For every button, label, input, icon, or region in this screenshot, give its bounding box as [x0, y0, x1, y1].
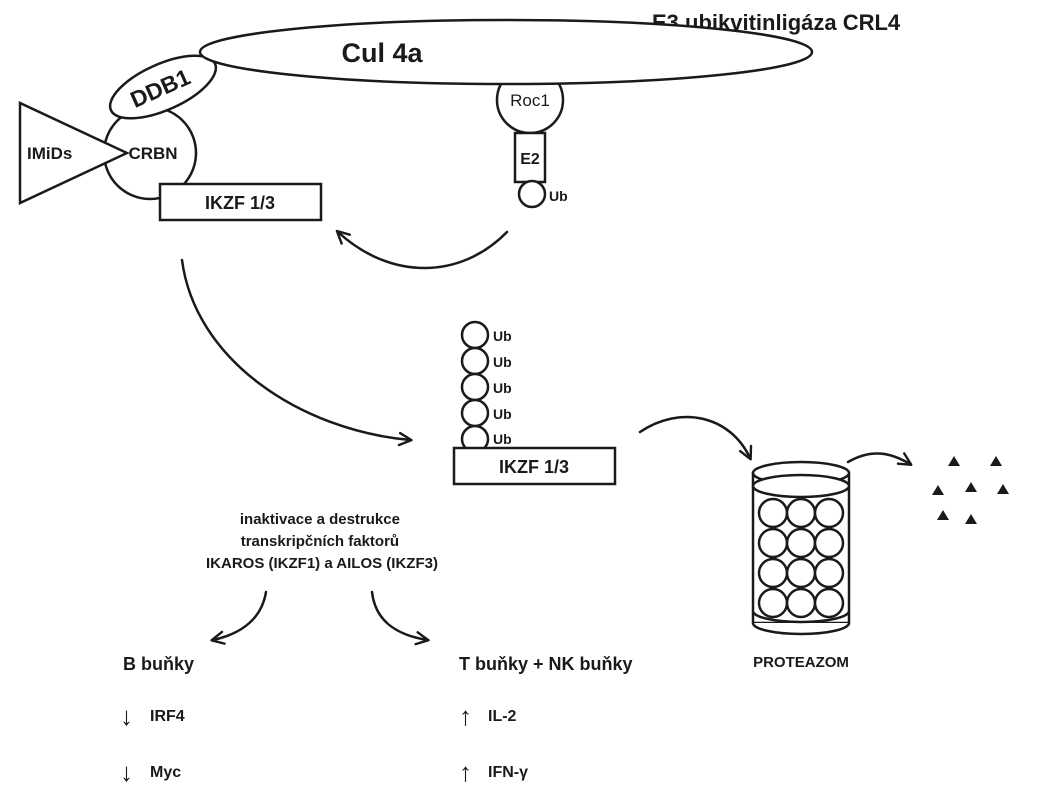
ikzf-substrate-label: IKZF 1/3 [205, 193, 275, 213]
proteasome-subunit [757, 527, 789, 559]
to-proteasome-arrow [638, 415, 753, 461]
polyub-substrate-box [452, 446, 617, 486]
ub-chain-label: Ub [493, 406, 512, 422]
peptide-fragment [997, 484, 1009, 494]
effect-text: inaktivace a destrukce transkripčních fa… [206, 511, 438, 572]
polyub-substrate-label: IKZF 1/3 [499, 457, 569, 477]
proteasome-subunit [785, 497, 817, 529]
ub-chain-label: Ub [493, 431, 512, 447]
b-cells-panel: B buňky ↓ IRF4 ↓ Myc [120, 654, 194, 787]
down-arrow-icon: ↓ [120, 701, 133, 731]
to-b-cells-arrow [210, 590, 268, 645]
ub-chain-circle [460, 398, 490, 428]
b-cells-title: B buňky [123, 654, 194, 674]
proteasome-subunit [813, 527, 845, 559]
effect-line: IKAROS (IKZF1) a AILOS (IKZF3) [206, 555, 438, 572]
b-cells-marker: IRF4 [150, 708, 185, 725]
t-cells-panel: T buňky + NK buňky ↑ IL-2 ↑ IFN-γ [459, 654, 633, 787]
ub-chain-label: Ub [493, 354, 512, 370]
t-cells-marker: IFN-γ [488, 764, 528, 781]
to-t-cells-arrow [370, 590, 430, 646]
ub-e2-label: Ub [549, 188, 568, 204]
b-cells-marker: Myc [150, 764, 181, 781]
proteasome: PROTEAZOM [751, 460, 851, 671]
proteasome-subunit [757, 587, 789, 619]
ub-transfer-arrow [335, 229, 509, 270]
proteasome-subunit [813, 497, 845, 529]
peptide-fragment [948, 456, 960, 466]
cul4a-label: Cul 4a [341, 38, 423, 68]
proteasome-top-inner [751, 473, 851, 499]
ub-chain-label: Ub [493, 380, 512, 396]
polyubiquitinated-ikzf: Ub Ub Ub Ub Ub IKZF 1/3 [452, 320, 617, 486]
proteasome-label: PROTEAZOM [753, 654, 849, 671]
ub-chain-circle [460, 346, 490, 376]
effect-line: inaktivace a destrukce [240, 511, 400, 528]
cul4a-scaffold [198, 18, 814, 86]
peptide-fragment [990, 456, 1002, 466]
crl4-complex: Roc1 E2 Ub DDB1 Cul 4a IMiDs CRBN IKZF 1… [18, 18, 814, 222]
proteasome-subunit [813, 557, 845, 589]
peptide-fragment [965, 514, 977, 524]
ub-chain-circle [460, 372, 490, 402]
proteasome-subunit [785, 587, 817, 619]
crbn-label: CRBN [128, 144, 177, 163]
effect-line: transkripčních faktorů [241, 533, 399, 550]
up-arrow-icon: ↑ [459, 757, 472, 787]
up-arrow-icon: ↑ [459, 701, 472, 731]
ikzf-substrate-box [158, 182, 323, 222]
down-arrow-icon: ↓ [120, 757, 133, 787]
ub-chain-label: Ub [493, 328, 512, 344]
proteasome-subunit [757, 497, 789, 529]
e2-label: E2 [520, 151, 540, 168]
ub-chain-circle [460, 320, 490, 350]
proteasome-subunit [813, 587, 845, 619]
proteasome-subunit [757, 557, 789, 589]
to-polyub-arrow [180, 258, 413, 447]
proteasome-subunit-grid [757, 497, 845, 619]
proteasome-subunit [785, 557, 817, 589]
t-cells-title: T buňky + NK buňky [459, 654, 633, 674]
peptide-fragment [965, 482, 977, 492]
roc1-label: Roc1 [510, 91, 550, 110]
degradation-arrow [846, 452, 913, 466]
peptide-fragment [937, 510, 949, 520]
proteasome-subunit [785, 527, 817, 559]
peptide-fragment [932, 485, 944, 495]
imids-label: IMiDs [27, 144, 72, 163]
peptide-fragments [932, 456, 1009, 524]
ub-e2-circle [517, 179, 547, 209]
t-cells-marker: IL-2 [488, 708, 517, 725]
imids-drug [18, 101, 130, 205]
ddb1-subunit [108, 54, 218, 120]
proteasome-bottom [751, 622, 851, 636]
